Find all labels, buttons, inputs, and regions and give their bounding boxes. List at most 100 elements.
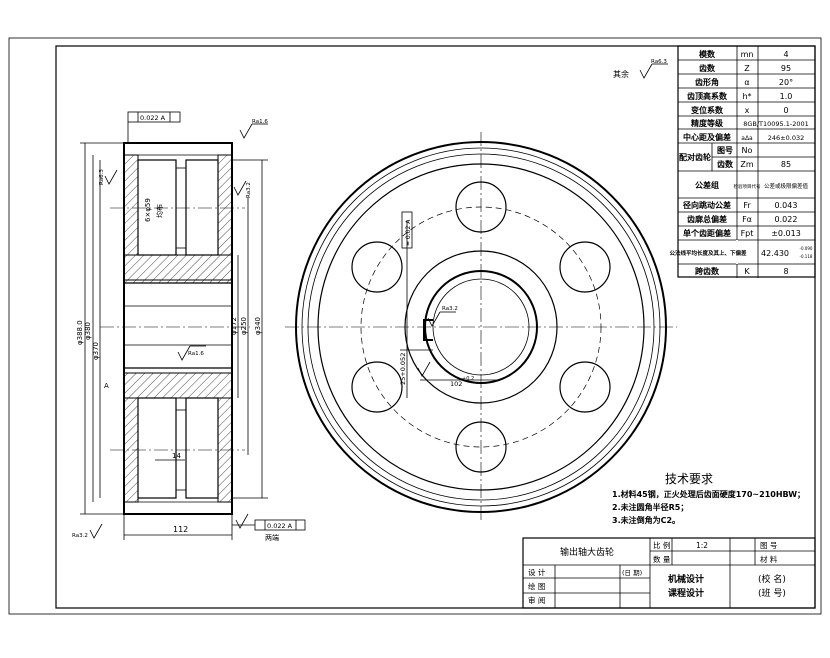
dim-d1: φ380 [84,322,92,340]
rough-right: Ra3.2 [246,182,252,198]
ratio-label: 比 例 [653,540,670,550]
tech-item-2: 2.未注圆角半径R5； [612,502,688,513]
base-tan-up: -0.090 [800,246,813,251]
param-sym-2: α [744,78,749,87]
param-name-4: 变位系数 [691,105,724,115]
tol-sym-1: Fα [742,215,752,224]
tol-group-col2: 检验项目代号 [734,183,761,190]
param-name-3: 齿顶高系数 [687,91,728,101]
param-sym-6: aΔa [741,135,753,142]
tol-name-1: 齿廓总偏差 [687,214,727,224]
mating-row2-sym: Zm [740,160,753,169]
dim-tip-diameter: φ388.0 [76,320,84,345]
roughness-symbols: Ra1.6 Ra3.2 Ra6.3 Ra1.6 Ra3.2 Ra6.3 其余 [72,59,668,539]
span-sym: K [744,267,750,276]
design-label: 设 计 [528,567,546,577]
param-val-4: 0 [783,106,788,115]
mating-label: 配对齿轮 [679,152,711,162]
dim-d2: φ370 [92,342,100,360]
bore-dim: 102 [450,380,462,388]
keyway-tolerance: = 0.02 A [405,219,412,246]
param-val-3: 1.0 [780,92,793,101]
tol-group-col3: 公差或极限偏差值 [764,182,809,190]
param-val-2: 20° [779,78,793,87]
draw-label: 绘 图 [528,581,545,591]
front-view-annotations: = 0.02 A 25+0.052 102 +0.2 Ra3.2 [399,211,474,388]
param-val-5: 8GB/T10095.1-2001 [743,120,809,128]
inner-border [55,45,816,609]
section-dimensions: φ388.0 φ380 φ370 φ172 φ250 φ340 6×φ59 均布… [76,198,262,534]
tol-val-0: 0.043 [775,201,798,210]
param-val-6: 246±0.032 [768,134,804,142]
dim-14: 14 [172,452,181,460]
runout-top-text: 0.022 A [140,114,166,122]
base-tan-low: -0.118 [800,254,813,259]
runout-bottom-text: 0.022 A [267,522,293,530]
rough-left: Ra6.3 [99,169,105,185]
base-tan-name: 公法线平均长度及其上、下偏差 [669,249,747,257]
param-name-6: 中心距及偏差 [683,132,731,142]
mating-row1: 图号 [717,146,733,155]
rough-bottom-left: Ra3.2 [72,533,88,539]
param-name-2: 齿形角 [695,77,719,87]
param-val-0: 4 [783,50,788,59]
tech-title: 技术要求 [665,472,713,486]
title-block [522,537,816,609]
tech-item-3: 3.未注倒角为C2。 [612,515,680,525]
tol-sym-2: Fpt [741,229,754,238]
front-view [285,132,677,522]
mating-row2-val: 85 [781,160,791,169]
tol-val-2: ±0.013 [771,229,801,238]
gear-parameter-text: 模数 mn 4 齿数 Z 95 齿形角 α 20° 齿顶高系数 h* 1.0 变… [669,49,812,276]
runout-frame-bottom: 0.022 A 两端 [232,519,306,542]
mating-row1-sym: No [742,146,753,155]
school-name: (校 名) [758,573,786,585]
runout-frame-top: 0.022 A [127,111,181,143]
datum-a: A [104,382,109,390]
tech-item-1: 1.材料45钢，正火处理后齿面硬度170~210HBW； [612,489,805,500]
outer-border [8,37,822,615]
param-name-1: 齿数 [699,63,716,73]
base-tan-val: 42.430 [761,249,789,258]
param-name-5: 精度等级 [691,118,724,128]
span-name: 跨齿数 [695,266,720,276]
param-sym-1: Z [744,64,750,73]
dim-d4: φ250 [240,317,248,335]
rest-label: 其余 [613,69,629,79]
tol-name-2: 单个齿距偏差 [683,228,731,238]
span-val: 8 [783,267,788,276]
both-ends-label: 两端 [265,533,279,542]
gear-parameter-table [677,45,816,278]
mating-row2: 齿数 [717,159,734,169]
dim-d5: φ172 [230,317,238,335]
tol-val-1: 0.022 [775,215,798,224]
key-width-dim: 25+0.052 [399,353,407,385]
param-sym-4: x [745,106,750,115]
ratio-value: 1:2 [696,541,708,550]
tol-sym-0: Fr [743,201,751,210]
dim-d3: φ340 [254,317,262,335]
review-label: 审 阅 [528,595,545,605]
title-block-text: 输出轴大齿轮 比 例 1:2 图 号 数 量 材 料 设 计 (日 期) 绘 图… [528,540,786,605]
bore-dim-tol: +0.2 [462,376,474,382]
date-label: (日 期) [622,569,642,577]
course-1: 机械设计 [668,573,704,585]
rough-rest: Ra6.3 [651,59,667,65]
course-2: 课程设计 [668,587,704,599]
rough-keyway: Ra3.2 [442,306,458,312]
material-label: 材 料 [760,554,778,564]
class-no: (班 号) [758,587,786,599]
rough-top: Ra1.6 [252,119,268,125]
dim-holes-even: 均布 [155,204,164,218]
technical-requirements: 技术要求 1.材料45钢，正火处理后齿面硬度170~210HBW； 2.未注圆角… [612,472,805,525]
rough-bore: Ra1.6 [188,351,204,357]
qty-label: 数 量 [653,554,671,564]
section-view [80,142,268,540]
param-val-1: 95 [781,64,791,73]
dim-holes: 6×φ59 [144,198,152,222]
tol-group-label: 公差组 [695,180,719,190]
part-name: 输出轴大齿轮 [560,546,614,558]
param-sym-3: h* [742,92,751,101]
param-sym-0: mn [741,50,754,59]
